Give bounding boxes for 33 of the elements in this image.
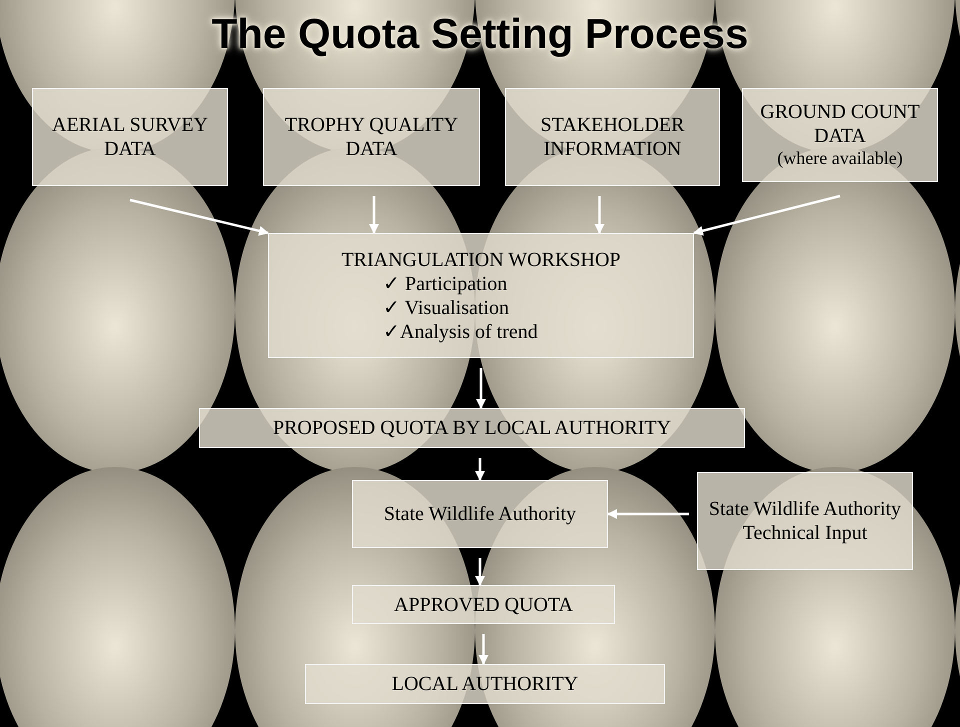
box-text: TROPHY QUALITY DATA <box>284 113 460 161</box>
arrow <box>478 634 488 665</box>
arrow <box>369 196 379 234</box>
box-text: PROPOSED QUOTA BY LOCAL AUTHORITY <box>272 416 672 440</box>
process-box <box>505 88 720 186</box>
box-text: STAKEHOLDER INFORMATION <box>540 113 686 161</box>
box-text: TRIANGULATION WORKSHOP <box>341 248 621 272</box>
box-text: GROUND COUNT DATA <box>759 100 921 148</box>
box-text: AERIAL SURVEY DATA <box>51 113 209 161</box>
box-text: APPROVED QUOTA <box>394 592 573 616</box>
process-box <box>32 88 228 186</box>
process-box <box>268 233 694 358</box>
process-box <box>352 480 608 548</box>
process-box <box>199 408 745 448</box>
arrow <box>693 194 840 236</box>
box-text: State Wildlife Authority <box>384 502 576 526</box>
arrow <box>476 368 486 409</box>
arrow <box>475 558 485 586</box>
arrow <box>475 458 485 481</box>
arrow <box>594 196 604 234</box>
checklist-item: ✓ Visualisation <box>383 296 509 320</box>
checklist-item: ✓Analysis of trend <box>383 320 538 344</box>
process-box <box>697 472 913 570</box>
arrow <box>607 509 689 519</box>
process-box <box>352 585 615 624</box>
box-text: State Wildlife Authority Technical Input <box>708 497 902 545</box>
checklist-item: ✓ Participation <box>383 272 508 296</box>
box-text: LOCAL AUTHORITY <box>392 672 578 696</box>
arrow <box>130 198 269 236</box>
process-box <box>742 88 938 182</box>
process-box <box>263 88 480 186</box>
box-text: (where available) <box>777 148 903 170</box>
process-box <box>305 664 665 704</box>
